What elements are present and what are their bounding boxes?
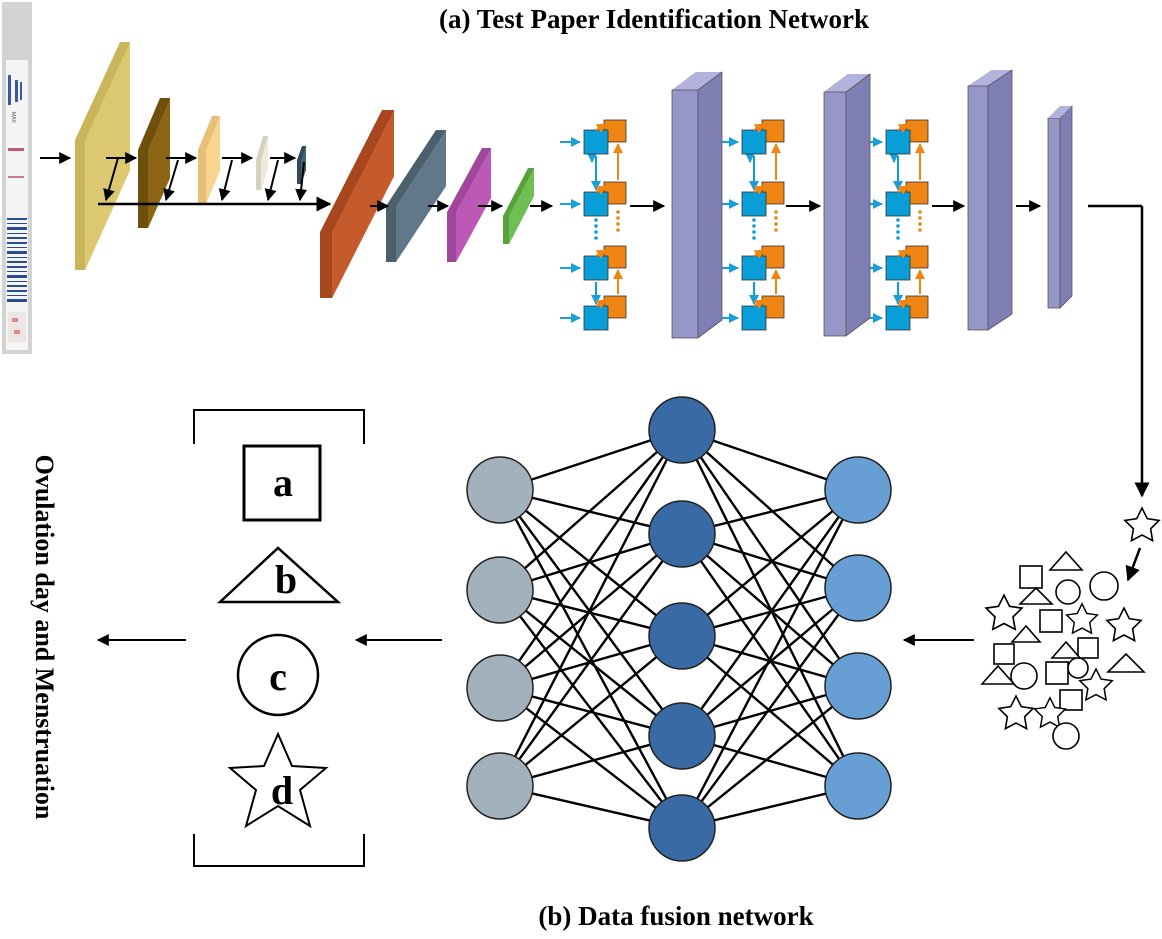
blue-unit: [741, 191, 767, 217]
network-edge: [499, 429, 683, 689]
class-label-d: d: [271, 768, 293, 813]
node-hidden-5: [648, 794, 716, 862]
network-nodes: [466, 396, 892, 862]
network-edge: [499, 589, 683, 829]
node-output-3: [824, 652, 892, 720]
network-edge: [499, 687, 683, 829]
network-edge: [681, 587, 859, 737]
node-output-4: [824, 752, 892, 820]
star-icon: [227, 731, 329, 829]
class-label-a: a: [273, 460, 293, 505]
test-strip-band-text: MAX: [10, 112, 16, 124]
blue-unit: [583, 305, 609, 331]
blue-unit: [583, 129, 609, 155]
class-label-c: c: [269, 654, 287, 699]
network-edge: [499, 429, 683, 591]
blue-unit: [885, 255, 911, 281]
node-input-2: [466, 556, 534, 624]
network-edge: [498, 429, 684, 787]
network-edge: [681, 489, 859, 737]
node-output-2: [824, 554, 892, 622]
class-label-b: b: [275, 557, 297, 602]
class-legend: a b c d: [193, 409, 365, 867]
network-edge: [681, 429, 859, 589]
bottom-title: (b) Data fusion network: [538, 901, 813, 931]
node-input-3: [466, 654, 534, 722]
network-edge: [499, 533, 683, 787]
circle-icon: [236, 633, 320, 717]
test-strip-image: MAX: [2, 2, 32, 354]
blue-unit: [885, 191, 911, 217]
blue-unit: [583, 191, 609, 217]
side-title: Ovulation day and Menstruation: [30, 455, 59, 820]
node-output-1: [824, 456, 892, 524]
square-icon: [242, 444, 322, 522]
node-input-4: [466, 752, 534, 820]
recurrent-block-2: [718, 119, 785, 331]
network-edge: [681, 489, 859, 637]
network-edge: [499, 533, 683, 689]
triangle-icon: [216, 546, 342, 604]
blue-unit: [741, 129, 767, 155]
blue-unit: [885, 305, 911, 331]
network-edge: [681, 533, 859, 687]
feature-pyramid: [40, 42, 332, 270]
blue-unit: [583, 255, 609, 281]
star-icon: [1124, 507, 1160, 542]
blue-unit: [885, 129, 911, 155]
node-hidden-4: [648, 702, 716, 770]
blue-unit: [741, 255, 767, 281]
node-hidden-1: [648, 396, 716, 464]
network-edge: [681, 587, 859, 829]
network-edge: [681, 429, 859, 687]
top-title: (a) Test Paper Identification Network: [439, 4, 869, 34]
network-edge: [499, 635, 683, 787]
conv-stack: [320, 110, 554, 298]
node-hidden-3: [648, 602, 716, 670]
blue-unit: [741, 305, 767, 331]
network-edge: [680, 489, 860, 829]
node-hidden-2: [648, 500, 716, 568]
recurrent-block-3: [862, 119, 929, 331]
node-input-1: [466, 456, 534, 524]
network-edge: [681, 685, 859, 829]
recurrent-block-1: [560, 119, 627, 331]
network-edge: [680, 429, 860, 787]
dense-layers: [630, 69, 1150, 498]
feature-cluster: [980, 507, 1160, 750]
